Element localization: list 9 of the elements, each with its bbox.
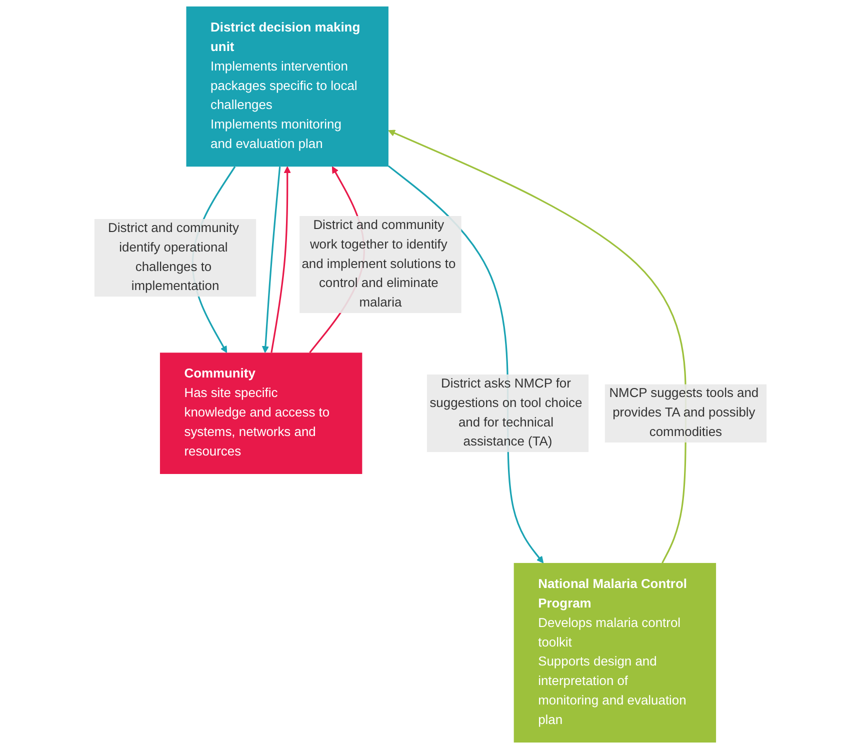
arrow — [262, 166, 281, 353]
arrow — [270, 166, 291, 353]
node-box: National Malaria Control Program Develops malaria control toolkit Supports design and interpretation of monitoring and evaluation plan — [514, 562, 716, 743]
edge-label: District and community identify operational challenges to implementation — [108, 221, 239, 294]
edge-label: District and community work together to identify and implement solutions to control and eliminate malaria — [302, 218, 456, 310]
node-box: Community Has site specific knowledge and access to systems, networks and resources — [160, 352, 362, 474]
node-box: District decision making unit Implements intervention packages specific to local challenges Implements monitoring and evaluation plan — [186, 6, 388, 167]
edge-label: District asks NMCP for suggestions on tool choice and for technical assistance (TA) — [430, 376, 582, 449]
edge-label: NMCP suggests tools and provides TA and possibly commodities — [609, 386, 759, 440]
